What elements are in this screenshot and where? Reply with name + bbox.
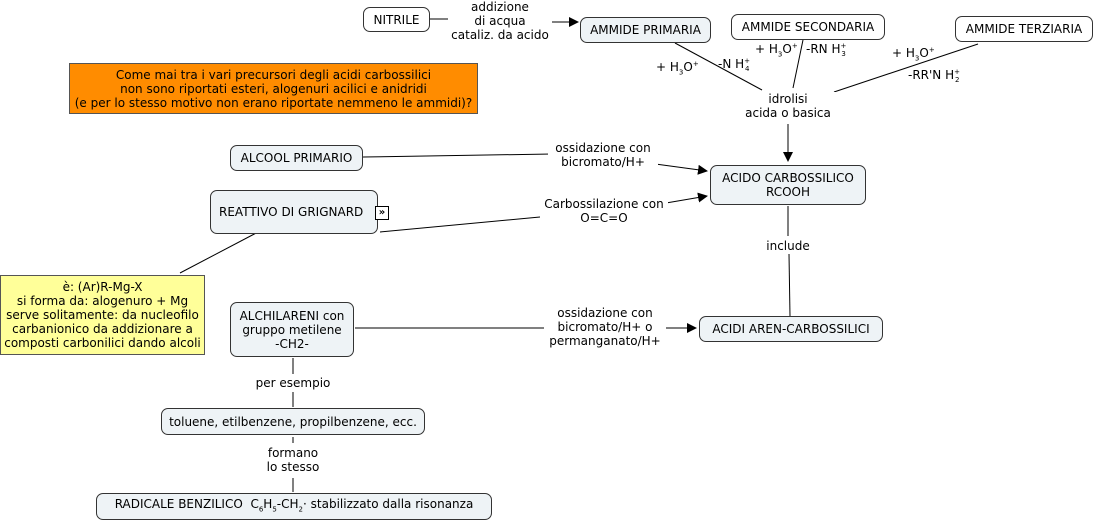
radicale-prefix: RADICALE BENZILICO (114, 496, 243, 511)
link-label-formano: formano lo stesso (253, 446, 333, 474)
chem-rrnh2: -RR'N H+2 (908, 68, 960, 85)
node-label: AMMIDE TERZIARIA (965, 22, 1083, 36)
node-label: AMMIDE PRIMARIA (590, 23, 701, 37)
grignard-note-text: è: (Ar)R-Mg-X si forma da: alogenuro + M… (4, 280, 201, 350)
expand-icon[interactable]: » (375, 206, 389, 220)
node-nitrile[interactable]: NITRILE (363, 7, 430, 32)
node-grignard[interactable]: REATTIVO DI GRIGNARD (210, 190, 378, 234)
node-label: RADICALE BENZILICO C6H5-CH2· stabilizzat… (115, 497, 474, 516)
link-label-carbossilazione: Carbossilazione con O=C=O (540, 197, 668, 225)
link-alcool-ossidazione (362, 153, 553, 158)
link-label-include: include (762, 239, 814, 253)
node-alchilareni[interactable]: ALCHILARENI con gruppo metilene -CH2- (230, 302, 354, 357)
link-grignard-note (179, 230, 261, 274)
link-label-ossidazione2: ossidazione con bicromato/H+ o permangan… (544, 306, 666, 348)
node-acidi-aren[interactable]: ACIDI AREN-CARBOSSILICI (699, 316, 883, 342)
link-include-aren (788, 253, 791, 317)
chem-nh4: -N H+4 (718, 57, 751, 74)
radicale-formula: C6H5-CH2· (250, 496, 307, 514)
node-label: toluene, etilbenzene, propilbenzene, ecc… (169, 414, 417, 429)
link-label-ossidazione1: ossidazione con bicromato/H+ (548, 141, 658, 169)
link-primaria-idrolisi (674, 42, 763, 91)
chem-rnh3: -RN H+3 (806, 42, 847, 59)
node-label: ACIDO CARBOSSILICO RCOOH (722, 171, 854, 199)
node-label: ACIDI AREN-CARBOSSILICI (712, 322, 870, 336)
node-label: AMMIDE SECONDARIA (741, 20, 875, 34)
node-label: ALCHILARENI con gruppo metilene -CH2- (239, 308, 345, 351)
question-note: Come mai tra i vari precursori degli aci… (69, 63, 478, 114)
node-label: NITRILE (373, 12, 420, 27)
chem-h3o-primaria: + H3O+ (656, 60, 699, 77)
node-ammide-primaria[interactable]: AMMIDE PRIMARIA (580, 17, 711, 43)
link-label-idrolisi: idrolisi acida o basica (738, 92, 838, 120)
chem-h3o-terziaria: + H3O+ (892, 46, 935, 63)
link-grignard-carbossilazione (379, 216, 541, 233)
node-label: ALCOOL PRIMARIO (240, 151, 353, 165)
chem-h3o-secondaria: + H3O+ (755, 42, 798, 59)
link-terziaria-idrolisi (833, 43, 979, 93)
expand-glyph: » (378, 207, 386, 218)
node-label: REATTIVO DI GRIGNARD (219, 205, 364, 219)
question-text: Come mai tra i vari precursori degli aci… (74, 67, 473, 110)
link-label-per-esempio: per esempio (248, 376, 338, 390)
node-acido-carbossilico[interactable]: ACIDO CARBOSSILICO RCOOH (710, 165, 866, 205)
link-secondaria-idrolisi (792, 39, 804, 89)
node-alcool-primario[interactable]: ALCOOL PRIMARIO (230, 145, 363, 171)
node-esempi[interactable]: toluene, etilbenzene, propilbenzene, ecc… (161, 408, 425, 435)
grignard-note: è: (Ar)R-Mg-X si forma da: alogenuro + M… (0, 275, 205, 355)
link-label-addizione: addizione di acqua cataliz. da acido (448, 0, 552, 42)
node-radicale-benzilico[interactable]: RADICALE BENZILICO C6H5-CH2· stabilizzat… (96, 493, 492, 520)
link-carbossilazione-acido (665, 192, 708, 204)
node-ammide-terziaria[interactable]: AMMIDE TERZIARIA (955, 16, 1093, 42)
radicale-suffix: stabilizzato dalla risonanza (310, 496, 474, 511)
node-ammide-secondaria[interactable]: AMMIDE SECONDARIA (731, 14, 885, 40)
